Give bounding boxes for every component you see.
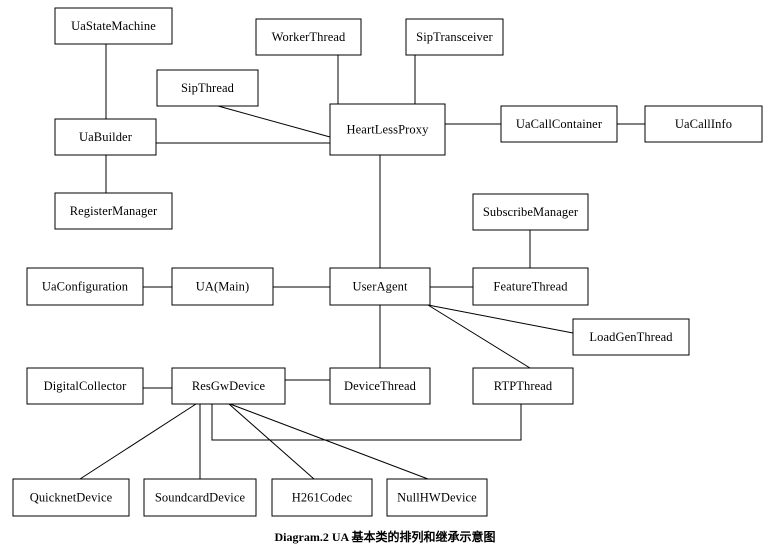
node-label-uacallinfo: UaCallInfo <box>675 117 732 131</box>
node-label-rtpthread: RTPThread <box>494 379 553 393</box>
node-box-quicknetdevice[interactable] <box>12 478 130 517</box>
node-label-quicknetdevice: QuicknetDevice <box>30 490 113 504</box>
node-box-workerthread[interactable] <box>255 18 362 56</box>
node-box-resgwdevice[interactable] <box>171 367 286 405</box>
node-box-sipthread[interactable] <box>156 69 259 107</box>
node-useragent[interactable]: UserAgent <box>329 267 431 306</box>
node-uabuilder[interactable]: UaBuilder <box>54 118 157 156</box>
node-box-ua-main[interactable] <box>171 267 274 306</box>
node-box-heartlessproxy[interactable] <box>329 103 446 156</box>
node-label-subscribemanager: SubscribeManager <box>483 205 579 219</box>
node-label-resgwdevice: ResGwDevice <box>192 379 266 393</box>
node-featurethread[interactable]: FeatureThread <box>472 267 589 306</box>
node-heartlessproxy[interactable]: HeartLessProxy <box>329 103 446 156</box>
node-label-featurethread: FeatureThread <box>493 279 568 293</box>
connector-layer <box>79 44 645 480</box>
node-box-subscribemanager[interactable] <box>472 193 589 231</box>
node-box-loadgenthread[interactable] <box>572 318 690 356</box>
node-uaconfiguration[interactable]: UaConfiguration <box>26 267 144 306</box>
node-label-workerthread: WorkerThread <box>272 30 346 44</box>
node-quicknetdevice[interactable]: QuicknetDevice <box>12 478 130 517</box>
node-label-heartlessproxy: HeartLessProxy <box>347 122 430 136</box>
node-box-h261codec[interactable] <box>271 478 373 517</box>
node-label-loadgenthread: LoadGenThread <box>589 330 673 344</box>
node-box-devicethread[interactable] <box>329 367 431 405</box>
connector-useragent-to-rtpthread <box>427 304 531 369</box>
node-box-registermanager[interactable] <box>54 192 173 230</box>
node-box-uacallcontainer[interactable] <box>500 105 618 143</box>
node-box-uacallinfo[interactable] <box>644 105 763 143</box>
node-uacallcontainer[interactable]: UaCallContainer <box>500 105 618 143</box>
connector-resgwdevice-to-h261codec <box>228 403 315 480</box>
node-label-soundcarddevice: SoundcardDevice <box>155 490 246 504</box>
node-soundcarddevice[interactable]: SoundcardDevice <box>143 478 257 517</box>
node-label-siptransceiver: SipTransceiver <box>416 30 493 44</box>
node-label-uacallcontainer: UaCallContainer <box>516 117 603 131</box>
node-box-uabuilder[interactable] <box>54 118 157 156</box>
node-label-sipthread: SipThread <box>181 81 235 95</box>
node-label-useragent: UserAgent <box>352 279 407 293</box>
node-sipthread[interactable]: SipThread <box>156 69 259 107</box>
node-uacallinfo[interactable]: UaCallInfo <box>644 105 763 143</box>
node-box-uastatemachine[interactable] <box>54 7 173 45</box>
node-label-uaconfiguration: UaConfiguration <box>42 279 129 293</box>
node-box-siptransceiver[interactable] <box>405 18 504 56</box>
node-label-devicethread: DeviceThread <box>344 379 417 393</box>
node-label-uastatemachine: UaStateMachine <box>71 19 156 33</box>
node-registermanager[interactable]: RegisterManager <box>54 192 173 230</box>
node-box-soundcarddevice[interactable] <box>143 478 257 517</box>
node-box-featurethread[interactable] <box>472 267 589 306</box>
node-workerthread[interactable]: WorkerThread <box>255 18 362 56</box>
node-box-nullhwdevice[interactable] <box>386 478 488 517</box>
node-label-nullhwdevice: NullHWDevice <box>397 490 477 504</box>
node-h261codec[interactable]: H261Codec <box>271 478 373 517</box>
connector-useragent-to-loadgenthread <box>427 304 574 334</box>
node-siptransceiver[interactable]: SipTransceiver <box>405 18 504 56</box>
node-subscribemanager[interactable]: SubscribeManager <box>472 193 589 231</box>
node-loadgenthread[interactable]: LoadGenThread <box>572 318 690 356</box>
node-nullhwdevice[interactable]: NullHWDevice <box>386 478 488 517</box>
connector-rtpthread-to-resgwdevice <box>211 404 522 441</box>
node-digitalcollector[interactable]: DigitalCollector <box>26 367 144 405</box>
node-box-digitalcollector[interactable] <box>26 367 144 405</box>
node-ua-main[interactable]: UA(Main) <box>171 267 274 306</box>
node-box-uaconfiguration[interactable] <box>26 267 144 306</box>
node-uastatemachine[interactable]: UaStateMachine <box>54 7 173 45</box>
diagram-caption: Diagram.2 UA 基本类的排列和继承示意图 <box>274 530 496 544</box>
node-devicethread[interactable]: DeviceThread <box>329 367 431 405</box>
node-label-h261codec: H261Codec <box>292 490 353 504</box>
node-rtpthread[interactable]: RTPThread <box>472 367 574 405</box>
connector-sipthread-to-heartlessproxy <box>217 105 331 138</box>
node-label-ua-main: UA(Main) <box>196 279 250 293</box>
node-label-uabuilder: UaBuilder <box>79 130 133 144</box>
node-label-digitalcollector: DigitalCollector <box>44 379 128 393</box>
node-box-useragent[interactable] <box>329 267 431 306</box>
node-resgwdevice[interactable]: ResGwDevice <box>171 367 286 405</box>
connector-resgwdevice-to-nullhwdevice <box>229 403 429 480</box>
node-label-registermanager: RegisterManager <box>70 204 158 218</box>
node-box-rtpthread[interactable] <box>472 367 574 405</box>
connector-resgwdevice-to-quicknetdevice <box>79 403 197 480</box>
